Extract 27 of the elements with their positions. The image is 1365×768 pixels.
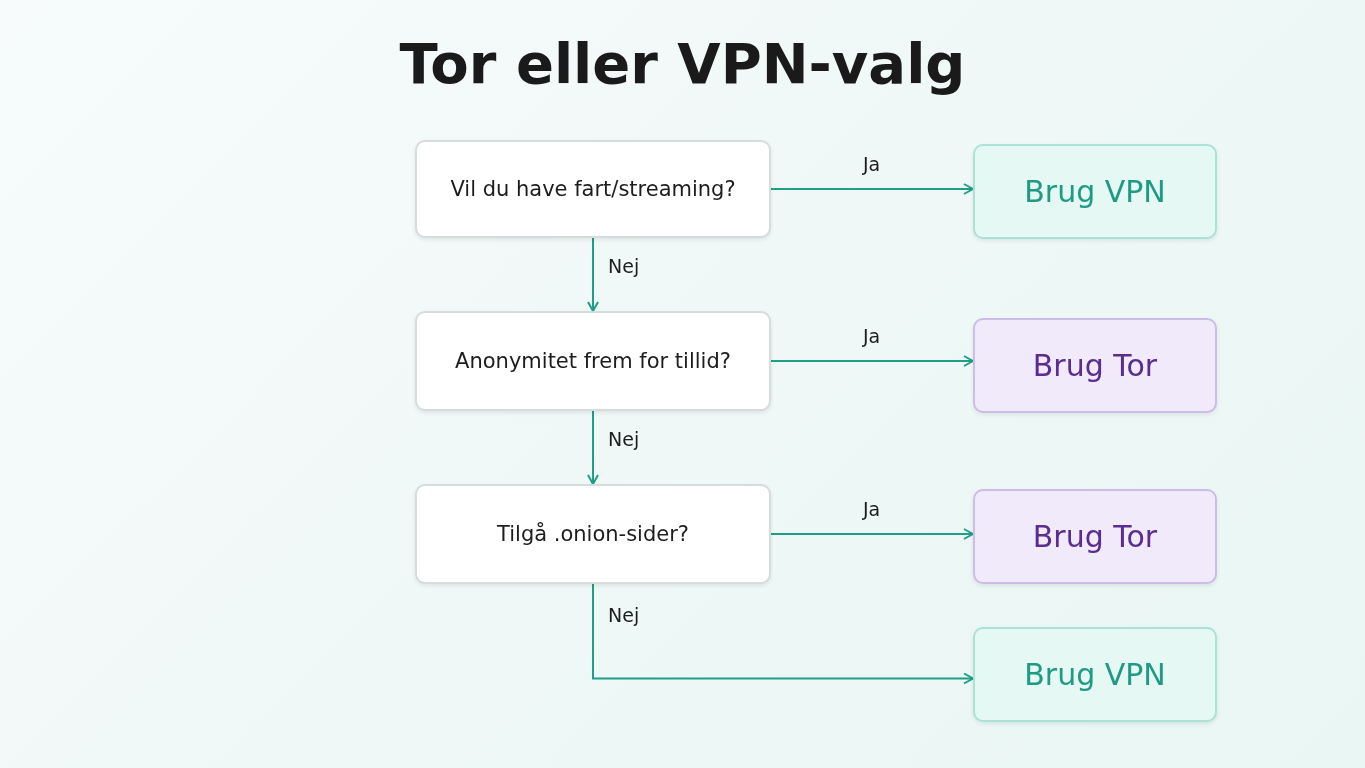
edge-label: Nej [607, 604, 641, 626]
result-box [973, 489, 1217, 584]
node-text: Brug Tor [1032, 519, 1158, 554]
result-box [973, 144, 1217, 239]
arrow [587, 410, 599, 485]
question-box [415, 140, 771, 238]
title: Tor eller VPN-valg [398, 30, 967, 98]
edge-label: Ja [861, 498, 882, 520]
node-text: Anonymitet frem for tillid? [455, 349, 731, 373]
edge-label: Ja [861, 325, 882, 347]
arrow [587, 237, 599, 312]
node-text: Tilgå .onion-sider? [497, 522, 689, 546]
question-box [415, 311, 771, 411]
result-box [973, 627, 1217, 722]
node-text: Brug VPN [1024, 657, 1166, 692]
node-text: Vil du have fart/streaming? [450, 177, 736, 201]
result-box [973, 318, 1217, 413]
arrow [770, 528, 974, 540]
node-text: Brug VPN [1024, 174, 1166, 209]
edge-label: Nej [607, 254, 641, 277]
arrow [770, 355, 974, 367]
edge-label: Ja [861, 153, 882, 175]
node-text: Brug Tor [1032, 348, 1158, 383]
edge-label: Nej [607, 427, 641, 450]
arrow [770, 183, 974, 195]
arrow [592, 583, 974, 685]
question-box [415, 484, 771, 584]
